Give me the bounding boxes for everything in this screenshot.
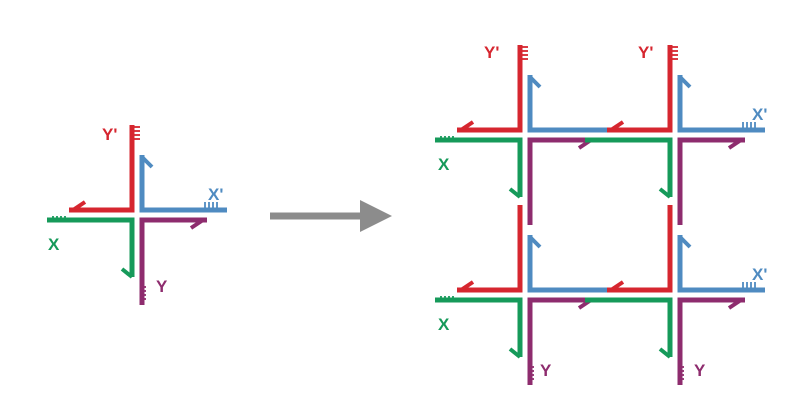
lattice-tile-top-right-purple-strand — [677, 137, 745, 225]
single-tile-blue-strand — [139, 155, 227, 213]
single-tile-purple-strand — [139, 217, 207, 305]
assembled-2x2-lattice: Y' Y' X' X' X X Y Y — [435, 43, 767, 385]
lattice-tile-top-left — [435, 45, 615, 225]
lattice-tile-bottom-right-red-hook — [609, 280, 625, 292]
lattice-tile-bottom-right — [585, 205, 765, 385]
lattice-label-y-right: Y — [694, 361, 706, 380]
lattice-tile-top-right-red-sticky-end — [672, 46, 678, 60]
lattice-tile-top-left-green-hook — [508, 187, 522, 199]
lattice-tile-bottom-right-blue-hook — [678, 235, 692, 249]
lattice-tile-top-right-blue-strand — [677, 75, 765, 133]
label-y-prime: Y' — [102, 125, 117, 144]
lattice-label-x-prime-bottom: X' — [752, 265, 767, 284]
lattice-tile-bottom-left-green-sticky-end — [440, 296, 454, 302]
lattice-tile-top-left-green-strand — [435, 137, 523, 197]
lattice-tile-bottom-left-blue-hook — [528, 235, 542, 249]
lattice-label-x-bottom: X — [438, 315, 450, 334]
lattice-tile-bottom-right-purple-sticky-end — [678, 366, 684, 380]
label-x: X — [48, 235, 60, 254]
lattice-tile-bottom-left-purple-strand — [527, 297, 595, 385]
lattice-tile-bottom-left — [435, 205, 615, 385]
single-tile-red-strand — [69, 125, 135, 213]
lattice-tile-bottom-left-red-hook — [459, 280, 475, 292]
single-tile-green-hook — [120, 267, 134, 279]
lattice-tile-top-right-purple-hook — [727, 138, 743, 150]
lattice-tile-top-right — [585, 45, 765, 225]
single-tile-purple-hook — [189, 218, 205, 230]
lattice-label-y-prime-left: Y' — [484, 43, 499, 62]
lattice-tile-top-right-blue-sticky-end — [742, 122, 756, 128]
lattice-tile-bottom-right-purple-strand — [677, 297, 745, 385]
lattice-tile-bottom-left-red-strand — [457, 205, 523, 293]
lattice-tile-top-right-red-hook — [609, 120, 625, 132]
lattice-label-x-prime-top: X' — [752, 105, 767, 124]
lattice-tile-bottom-right-blue-sticky-end — [742, 282, 756, 288]
lattice-tile-top-right-red-strand — [607, 45, 673, 133]
lattice-tile-top-right-blue-hook — [678, 75, 692, 89]
lattice-tile-bottom-right-red-strand — [607, 205, 673, 293]
lattice-label-y-left: Y — [540, 361, 552, 380]
single-tile-blue-sticky-end — [204, 202, 218, 208]
lattice-tile-top-left-blue-hook — [528, 75, 542, 89]
lattice-label-y-prime-right: Y' — [638, 43, 653, 62]
lattice-tile-bottom-right-green-hook — [658, 347, 672, 359]
lattice-tile-bottom-left-green-hook — [508, 347, 522, 359]
single-tile-red-sticky-end — [134, 126, 140, 140]
lattice-tile-bottom-left-purple-sticky-end — [528, 366, 534, 380]
lattice-tile-top-left-red-sticky-end — [522, 46, 528, 60]
label-x-prime: X' — [208, 185, 223, 204]
lattice-tile-top-left-green-sticky-end — [440, 136, 454, 142]
lattice-tile-bottom-right-green-strand — [585, 297, 673, 357]
lattice-tile-top-left-red-strand — [457, 45, 523, 133]
lattice-label-x-top: X — [438, 155, 450, 174]
assembly-arrow — [270, 200, 392, 232]
single-tile-purple-sticky-end — [140, 286, 146, 300]
single-tile-blue-hook — [140, 155, 154, 169]
lattice-tile-bottom-right-blue-strand — [677, 235, 765, 293]
single-tile — [47, 125, 227, 305]
single-tile-red-hook — [71, 200, 87, 212]
lattice-tile-bottom-left-green-strand — [435, 297, 523, 357]
lattice-tile-top-left-purple-strand — [527, 137, 595, 225]
lattice-tile-bottom-right-purple-hook — [727, 298, 743, 310]
lattice-tile-top-left-red-hook — [459, 120, 475, 132]
lattice-tile-top-right-green-hook — [658, 187, 672, 199]
single-four-arm-tile: Y' X' X Y — [47, 125, 227, 305]
single-tile-green-sticky-end — [52, 216, 66, 222]
arrow-head — [360, 200, 392, 232]
lattice-tile-bottom-left-blue-strand — [527, 235, 615, 293]
lattice-tile-top-left-blue-strand — [527, 75, 615, 133]
label-y: Y — [156, 277, 168, 296]
lattice-tile-top-right-green-strand — [585, 137, 673, 197]
single-tile-green-strand — [47, 217, 135, 277]
